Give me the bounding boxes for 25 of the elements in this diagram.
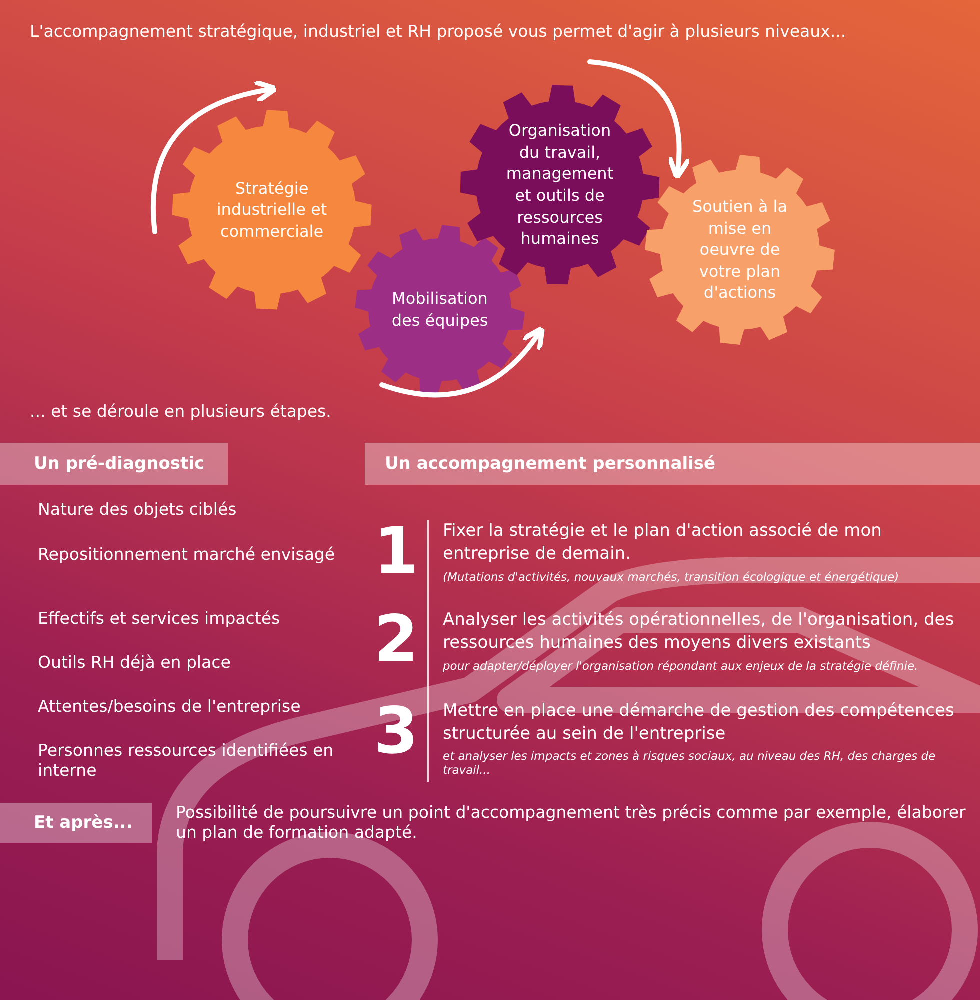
list-item: Personnes ressources identifiées en interne [38,741,335,781]
step-text: Analyser les activités opérationnelles, de l'organisation, des ressources humaines des moyens divers existants [443,609,956,655]
follow-up-text: Possibilité de poursuivre un point d'accompagnement très précis comme par exemple, élaborer un plan de formation adapté. [176,803,966,843]
step-number: 2 [374,608,419,672]
step-number: 1 [374,520,419,584]
gear-label: Stratégie industrielle et commerciale [216,178,328,242]
step-note: (Mutations d'activités, nouvaux marchés, transition écologique et énergétique) [443,570,900,585]
step-note: pour adapter/déployer l'organisation répondant aux enjeux de la stratégie définie. [443,659,920,674]
gear-label: Soutien à la mise en oeuvre de votre plan d'actions [691,196,788,304]
step-note: et analyser les impacts et zones à risques sociaux, au niveau des RH, des charges de travail... [443,750,937,778]
list-item: Outils RH déjà en place [38,653,232,673]
intro-text: ... et se déroule en plusieurs étapes. [30,402,332,421]
step-number: 3 [374,700,419,764]
gear-label: Mobilisation des équipes [390,288,490,332]
step-text: Fixer la stratégie et le plan d'action associé de mon entreprise de demain. [443,520,883,566]
section-heading: Un pré-diagnostic [0,443,228,485]
list-item: Nature des objets ciblés [38,500,238,520]
gear-label: Organisation du travail, management et outils de ressources humaines [505,120,615,250]
list-item: Attentes/besoins de l'entreprise [38,697,302,717]
list-item: Repositionnement marché envisagé [38,545,336,565]
section-heading: Et après... [0,803,152,843]
title-text: L'accompagnement stratégique, industriel et RH proposé vous permet d'agir à plusieurs niveaux... [30,22,848,41]
step-text: Mettre en place une démarche de gestion des compétences structurée au sein de l'entreprise [443,700,956,746]
list-item: Effectifs et services impactés [38,609,282,629]
section-heading: Un accompagnement personnalisé [365,443,980,485]
